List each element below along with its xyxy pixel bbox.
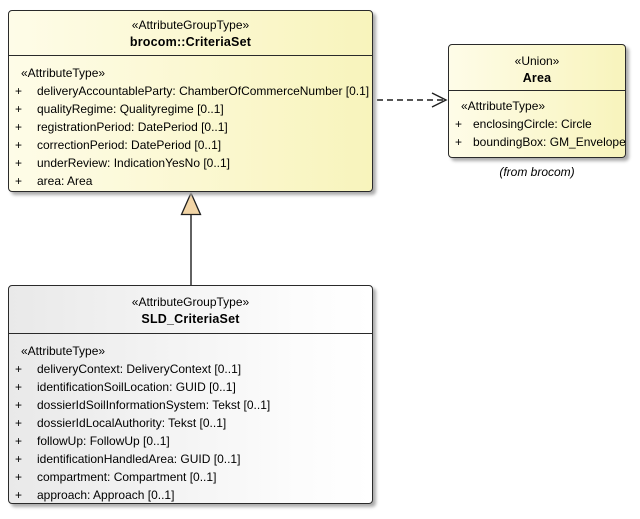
visibility-symbol: + [15,362,23,376]
visibility-symbol: + [15,416,23,430]
attribute-text: registrationPeriod: DatePeriod [0..1] [37,120,228,134]
class-header: «AttributeGroupType» brocom::CriteriaSet [9,11,372,56]
section-label: «AttributeType» [461,99,546,113]
class-header: «AttributeGroupType» SLD_CriteriaSet [9,286,372,334]
attribute-row[interactable]: + followUp: FollowUp [0..1] [9,432,367,450]
visibility-symbol: + [15,452,23,466]
attribute-text: qualityRegime: Qualityregime [0..1] [37,102,224,116]
attributes-compartment: «AttributeType» + deliveryContext: Deliv… [9,334,372,503]
class-name: Area [522,71,552,85]
visibility-symbol: + [15,84,23,98]
attribute-text: enclosingCircle: Circle [473,117,592,131]
visibility-symbol: + [15,120,23,134]
attribute-row[interactable]: + identificationHandledArea: GUID [0..1] [9,450,367,468]
visibility-symbol: + [15,102,23,116]
attribute-text: correctionPeriod: DatePeriod [0..1] [37,138,222,152]
attribute-text: deliveryAccountableParty: ChamberOfComme… [37,84,370,98]
class-name: SLD_CriteriaSet [141,312,240,326]
attribute-row[interactable]: + boundingBox: GM_Envelope [449,133,625,151]
attribute-row[interactable]: + approach: Approach [0..1] [9,486,367,503]
visibility-symbol: + [15,398,23,412]
visibility-symbol: + [15,488,23,502]
attribute-text: underReview: IndicationYesNo [0..1] [37,156,231,170]
attribute-text: deliveryContext: DeliveryContext [0..1] [37,362,242,376]
hollow-triangle-arrowhead-icon [180,191,202,216]
attribute-text: approach: Approach [0..1] [37,488,175,502]
class-box-brocom-criteriaset[interactable]: «AttributeGroupType» brocom::CriteriaSet… [8,10,373,192]
attribute-text: identificationSoilLocation: GUID [0..1] [37,380,236,394]
class-header: «Union» Area [449,45,625,91]
class-name: brocom::CriteriaSet [129,35,252,49]
class-box-area-union[interactable]: «Union» Area «AttributeType» + enclosing… [448,44,626,158]
attribute-text: boundingBox: GM_Envelope [473,135,626,149]
attribute-row[interactable]: + dossierIdSoilInformationSystem: Tekst … [9,396,367,414]
visibility-symbol: + [15,138,23,152]
section-label: «AttributeType» [21,344,106,358]
generalization-arrow[interactable] [180,191,202,285]
section-label: «AttributeType» [21,66,106,80]
class-box-sld-criteriaset[interactable]: «AttributeGroupType» SLD_CriteriaSet «At… [8,285,373,504]
attribute-text: followUp: FollowUp [0..1] [37,434,170,448]
attribute-row[interactable]: + compartment: Compartment [0..1] [9,468,367,486]
origin-note: (from brocom) [499,165,575,179]
attributes-compartment: «AttributeType» + enclosingCircle: Circl… [449,91,625,151]
attribute-row[interactable]: + enclosingCircle: Circle [449,115,620,133]
visibility-symbol: + [15,470,23,484]
class-stereotype: «Union» [514,54,560,68]
open-arrowhead-icon [431,92,448,108]
attribute-text: area: Area [37,174,93,188]
class-stereotype: «AttributeGroupType» [131,295,250,309]
visibility-symbol: + [455,135,463,149]
dependency-arrow[interactable] [377,92,448,108]
attribute-row[interactable]: + dossierIdLocalAuthority: Tekst [0..1] [9,414,367,432]
attribute-row[interactable]: + correctionPeriod: DatePeriod [0..1] [9,136,367,154]
attribute-row[interactable]: + deliveryContext: DeliveryContext [0..1… [9,360,367,378]
visibility-symbol: + [455,117,463,131]
attribute-text: dossierIdLocalAuthority: Tekst [0..1] [37,416,227,430]
attribute-row[interactable]: + underReview: IndicationYesNo [0..1] [9,154,367,172]
attribute-row[interactable]: + deliveryAccountableParty: ChamberOfCom… [9,82,370,100]
attribute-text: identificationHandledArea: GUID [0..1] [37,452,241,466]
visibility-symbol: + [15,434,23,448]
attribute-row[interactable]: + qualityRegime: Qualityregime [0..1] [9,100,367,118]
visibility-symbol: + [15,174,23,188]
class-stereotype: «AttributeGroupType» [131,18,250,32]
attribute-text: compartment: Compartment [0..1] [37,470,217,484]
visibility-symbol: + [15,156,23,170]
visibility-symbol: + [15,380,23,394]
attribute-row[interactable]: + identificationSoilLocation: GUID [0..1… [9,378,367,396]
attribute-row[interactable]: + area: Area [9,172,367,190]
attributes-compartment: «AttributeType» + deliveryAccountablePar… [9,56,372,190]
attribute-row[interactable]: + registrationPeriod: DatePeriod [0..1] [9,118,367,136]
attribute-text: dossierIdSoilInformationSystem: Tekst [0… [37,398,271,412]
